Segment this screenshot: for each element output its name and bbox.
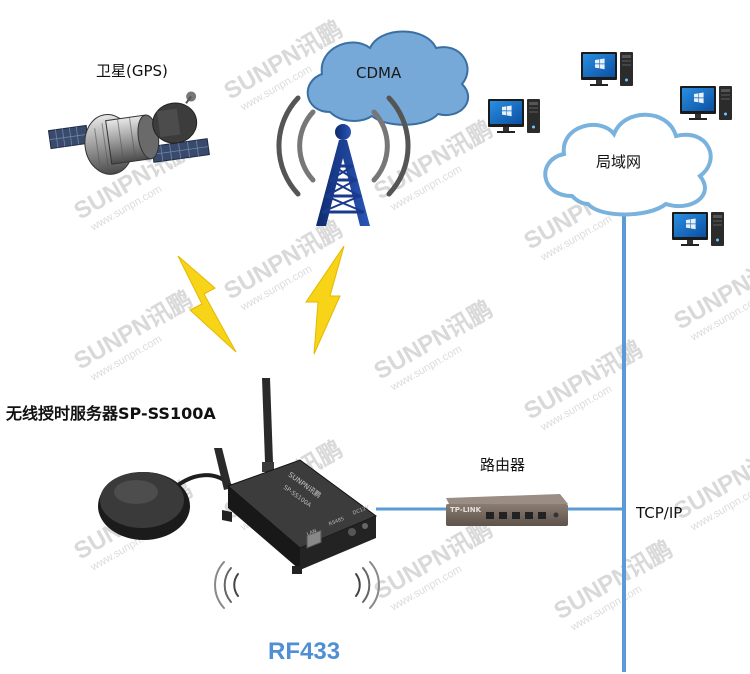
lan-label: 局域网: [596, 153, 642, 171]
gps-antenna-icon: [98, 472, 241, 540]
computer-icon: [488, 99, 540, 133]
satellite-label: 卫星(GPS): [96, 62, 168, 80]
wireless-wave-icon: [214, 561, 380, 609]
satellite-icon: [47, 91, 210, 175]
lightning-icon: [177, 255, 237, 353]
server-icon: [214, 378, 378, 574]
device-title: 无线授时服务器SP-SS100A: [6, 404, 216, 423]
tcpip-label: TCP/IP: [636, 504, 683, 522]
cdma-label: CDMA: [356, 64, 402, 82]
cdma-tower-icon: [276, 95, 411, 226]
watermark-brand: SUNPN讯鹏: [370, 296, 498, 385]
computer-icon: [581, 52, 633, 86]
router-label: 路由器: [480, 456, 526, 474]
lightning-icon: [305, 245, 345, 355]
watermark-brand: SUNPN讯鹏: [70, 286, 198, 375]
watermark-brand: SUNPN讯鹏: [550, 536, 678, 625]
watermark-brand: SUNPN讯鹏: [520, 336, 648, 425]
watermark-brand: SUNPN讯鹏: [370, 516, 498, 605]
lan-cloud-icon: [543, 112, 713, 217]
rf433-label: RF433: [268, 638, 341, 665]
router-brand-label: TP-LINK: [450, 506, 482, 514]
computer-icon: [672, 212, 724, 246]
cdma-cloud-icon: [306, 30, 469, 126]
computer-icon: [680, 86, 732, 120]
router-icon: [446, 494, 568, 526]
